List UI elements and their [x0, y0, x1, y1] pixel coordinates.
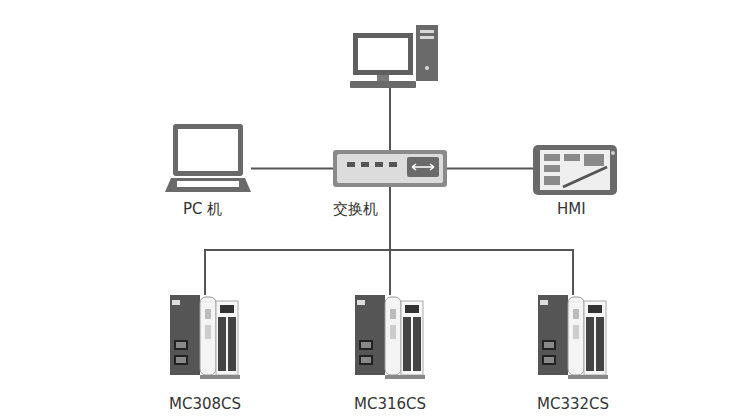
device-icon [333, 150, 447, 187]
desktop-computer [350, 25, 438, 88]
device-label: PC 机 [181, 200, 224, 218]
device-label: MC316CS [352, 395, 428, 413]
device-label: HMI [555, 200, 588, 218]
plc-controller: MC308CS [170, 295, 240, 379]
plc-controller: MC332CS [538, 295, 608, 379]
network-cable [251, 168, 333, 170]
network-switch: 交换机 [333, 150, 447, 187]
network-cable [205, 187, 390, 295]
device-icon [538, 295, 608, 379]
device-label: MC332CS [535, 395, 611, 413]
device-icon [355, 295, 425, 379]
plc-controller: MC316CS [355, 295, 425, 379]
device-label: 交换机 [331, 200, 380, 218]
device-icon [165, 124, 251, 192]
network-cable [389, 88, 391, 150]
device-label: MC308CS [167, 395, 243, 413]
network-cable [447, 168, 533, 170]
laptop-pc: PC 机 [165, 124, 251, 192]
hmi-panel: HMI [533, 145, 617, 195]
device-icon [533, 145, 617, 195]
device-icon [170, 295, 240, 379]
network-cable [390, 187, 573, 295]
